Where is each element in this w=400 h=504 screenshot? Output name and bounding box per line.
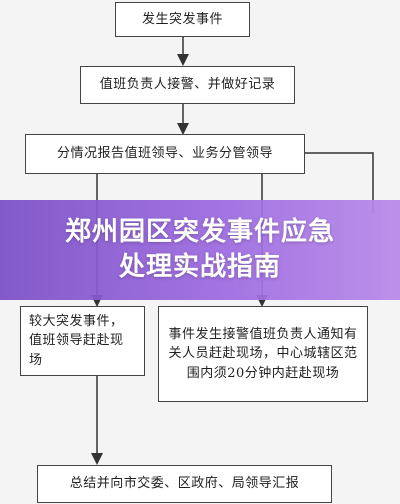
- step-report-leaders-text: 分情况报告值班领导、业务分管领导: [56, 146, 273, 162]
- step-summary-report-text: 总结并向市交委、区政府、局领导汇报: [69, 476, 300, 492]
- arrow-side-branch: [305, 152, 374, 213]
- step-incident-box: 发生突发事件: [115, 2, 250, 37]
- step-duty-alarm-box: 值班负责人接警、并做好记录: [80, 66, 295, 104]
- title-banner: 郑州园区突发事件应急 处理实战指南: [0, 200, 400, 300]
- step-major-incident-box: 较大突发事件，值班领导赶赴现场: [20, 306, 145, 376]
- banner-title-line2: 处理实战指南: [118, 252, 281, 282]
- step-major-incident-text: 较大突发事件，值班领导赶赴现场: [29, 313, 124, 368]
- step-summary-report-box: 总结并向市交委、区政府、局领导汇报: [37, 465, 332, 503]
- step-incident-text: 发生突发事件: [141, 11, 223, 27]
- step-notify-personnel-text: 事件发生接警值班负责人通知有关人员赶赴现场，中心城辖区范围内须20分钟内赶赴现场: [168, 326, 358, 381]
- step-report-leaders-box: 分情况报告值班领导、业务分管领导: [25, 134, 305, 174]
- banner-title-line1: 郑州园区突发事件应急: [64, 216, 335, 247]
- step-notify-personnel-box: 事件发生接警值班负责人通知有关人员赶赴现场，中心城辖区范围内须20分钟内赶赴现场: [158, 306, 368, 402]
- step-duty-alarm-text: 值班负责人接警、并做好记录: [99, 77, 276, 93]
